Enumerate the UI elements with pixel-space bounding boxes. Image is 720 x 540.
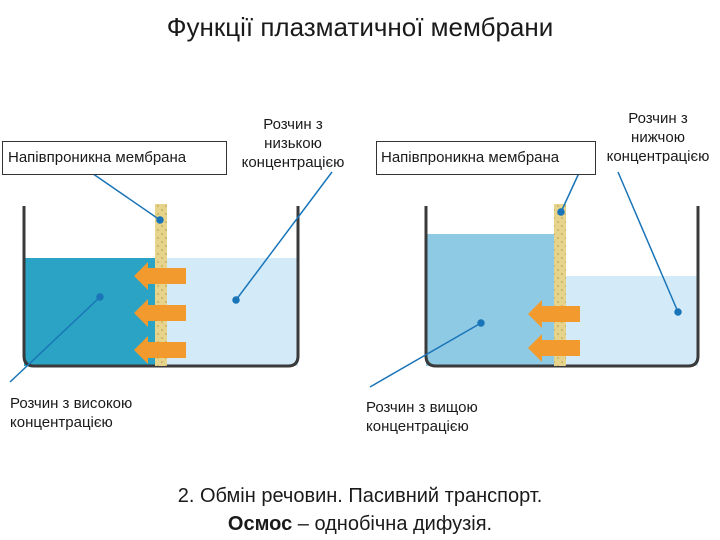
left-osmosis-arrows [134,262,186,364]
label-line: Розчин з [628,110,688,127]
right-low-concentration-label: Розчин з нижчою концентрацією [598,109,718,166]
label-line: нижчою [631,129,685,146]
right-membrane-label-box [376,141,596,175]
arrow-left-icon [528,334,580,362]
right-membrane [554,204,566,366]
label-line: низькою [264,135,322,152]
label-line: Розчин з [263,116,323,133]
left-membrane-label: Напівпроникна мембрана [8,149,187,166]
right-high-leader [369,322,482,388]
left-membrane-label-box [2,141,227,175]
arrow-left-icon [528,300,580,328]
left-beaker [22,204,300,368]
left-light-water [167,258,298,366]
caption-line-1: 2. Обмін речовин. Пасивний транспорт. [177,485,543,507]
arrow-left-icon [134,262,186,290]
left-high-concentration-label: Розчин з високою концентрацією [10,394,132,432]
caption-definition: – однобічна дифузія. [292,513,493,535]
right-high-concentration-label: Розчин з вищою концентрацією [366,398,478,436]
right-membrane-label: Напівпроникна мембрана [381,149,560,166]
page-title: Функції плазматичної мембрани [166,12,554,42]
left-low-leader [235,171,333,301]
label-line: концентрацією [606,148,710,165]
label-line: Розчин з вищою [366,399,478,416]
caption-term: Осмос [227,513,293,535]
caption: 2. Обмін речовин. Пасивний транспорт. Ос… [0,482,720,538]
left-low-concentration-label: Розчин з низькою концентрацією [232,115,354,172]
label-line: Розчин з високою [10,395,133,412]
right-low-leader [617,171,679,313]
arrow-left-icon [134,299,186,327]
left-high-leader [9,296,101,383]
left-membrane [155,204,167,366]
right-osmosis-arrows [528,300,580,362]
caption-line-2: Осмос – однобічна дифузія. [0,510,720,538]
label-line: концентрацією [10,414,113,431]
right-beaker [424,204,700,368]
arrow-left-icon [134,336,186,364]
label-line: концентрацією [241,154,345,171]
label-line: концентрацією [366,418,469,435]
right-light-water [566,276,698,366]
